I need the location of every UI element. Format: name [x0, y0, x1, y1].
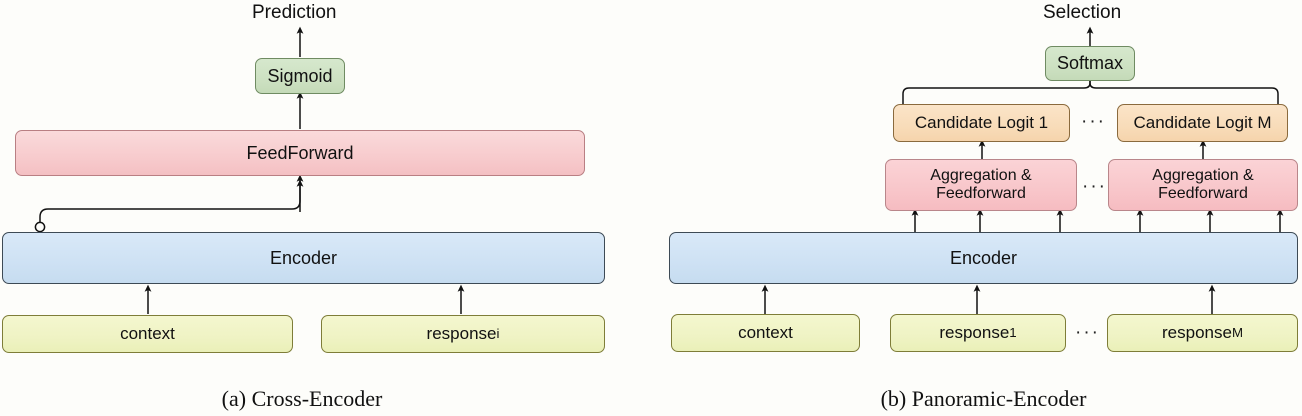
sigmoid-box: Sigmoid	[255, 58, 345, 94]
candidate-logit-last-box: Candidate Logit M	[1117, 104, 1288, 142]
panel-a-caption: (a) Cross-Encoder	[221, 386, 383, 411]
input-context-box-a: context	[2, 315, 293, 353]
bracket-logit-last-to-softmax	[1089, 80, 1279, 104]
ellipsis-responses: ···	[1075, 322, 1100, 343]
bracket-logit-first-to-softmax	[902, 80, 1091, 104]
input-response-label-a: response	[426, 324, 497, 344]
panel-b-caption: (b) Panoramic-Encoder	[880, 386, 1087, 411]
candidate-logit-first-box: Candidate Logit 1	[893, 104, 1070, 142]
softmax-box: Softmax	[1045, 46, 1135, 81]
aggregation-feedforward-last-box: Aggregation & Feedforward	[1108, 159, 1298, 211]
input-response-last-subscript: M	[1231, 324, 1243, 340]
encoder-box-b: Encoder	[669, 232, 1298, 284]
input-response-first-subscript: 1	[1009, 324, 1017, 340]
input-response-subscript-a: i	[496, 325, 500, 341]
arrow-cls-skip-connection	[39, 179, 304, 231]
panel-b-output-label: Selection	[1043, 2, 1122, 23]
panel-a-output-label: Prediction	[252, 2, 337, 23]
input-response-last-label: response	[1162, 323, 1232, 343]
input-response-first-label: response	[939, 323, 1010, 343]
aggregation-feedforward-first-box: Aggregation & Feedforward	[885, 159, 1077, 211]
input-context-box-b: context	[671, 314, 860, 352]
encoder-box-a: Encoder	[2, 232, 605, 284]
cls-token-dot	[34, 221, 46, 233]
ellipsis-logits: ···	[1081, 111, 1106, 132]
ellipsis-aggregation: ···	[1082, 176, 1107, 197]
feedforward-box: FeedForward	[15, 130, 585, 176]
